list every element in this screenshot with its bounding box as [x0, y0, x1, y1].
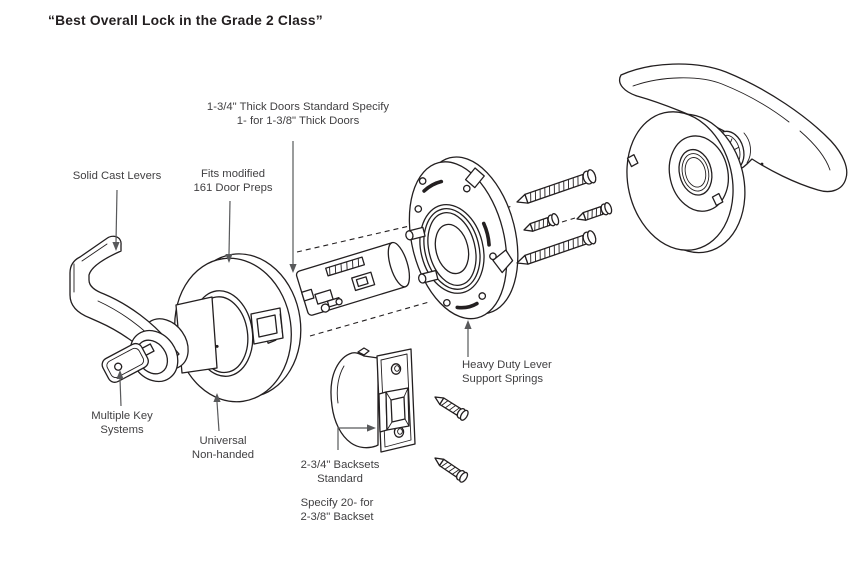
lock-chassis-icon: [295, 241, 411, 316]
label-specify-backset: Specify 20- for 2-3/8" Backset: [300, 497, 374, 524]
page-title: “Best Overall Lock in the Grade 2 Class”: [48, 13, 323, 28]
latch-assembly-icon: [330, 347, 416, 453]
left-lever-assembly-icon: [69, 235, 218, 383]
outer-rose-icon: [626, 111, 746, 254]
label-thick-doors: 1-3/4" Thick Doors Standard Specify 1- f…: [206, 101, 390, 128]
mounting-plate-icon: [405, 156, 519, 320]
label-universal: Universal Non-handed: [191, 435, 255, 462]
label-backsets: 2-3/4" Backsets Standard: [300, 459, 380, 486]
retractor-icon: [250, 307, 284, 345]
leader-arrows: [112, 141, 472, 450]
label-heavy-duty: Heavy Duty Lever Support Springs: [462, 359, 552, 386]
mounting-screws-icon: [516, 169, 613, 265]
label-multiple-key: Multiple Key Systems: [91, 410, 153, 437]
label-solid-cast-levers: Solid Cast Levers: [72, 170, 162, 182]
label-fits-modified: Fits modified 161 Door Preps: [193, 168, 273, 195]
latch-screws-icon: [434, 396, 469, 483]
key-icon: [101, 342, 155, 383]
